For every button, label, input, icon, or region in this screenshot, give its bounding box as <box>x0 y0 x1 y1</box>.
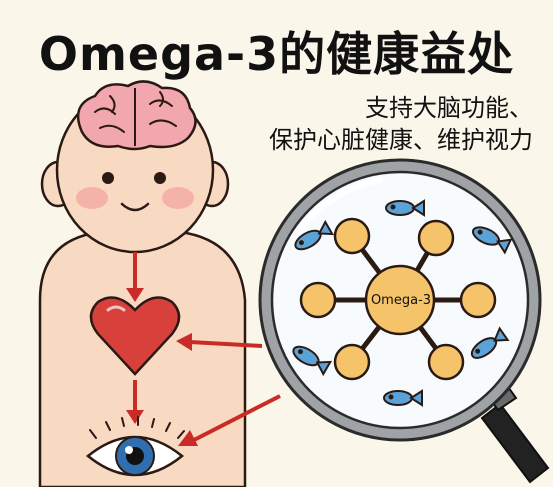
subtitle: 支持大脑功能、 保护心脏健康、维护视力 <box>233 92 533 156</box>
subtitle-line-1: 支持大脑功能、 <box>365 94 533 122</box>
arrow-brain-heart <box>126 252 144 302</box>
arrow-to-eye <box>178 394 281 446</box>
eye-icon <box>86 416 185 477</box>
page-title: Omega-3的健康益处 <box>38 27 515 81</box>
subtitle-line-2: 保护心脏健康、维护视力 <box>269 126 533 154</box>
brain-icon <box>76 80 197 151</box>
fish-icon <box>292 199 513 407</box>
arrow-to-heart <box>176 333 263 351</box>
molecule-label: Omega-3 <box>370 293 432 308</box>
molecule-icon <box>299 217 497 381</box>
heart-icon <box>89 296 181 376</box>
arrow-heart-eye <box>126 380 144 424</box>
